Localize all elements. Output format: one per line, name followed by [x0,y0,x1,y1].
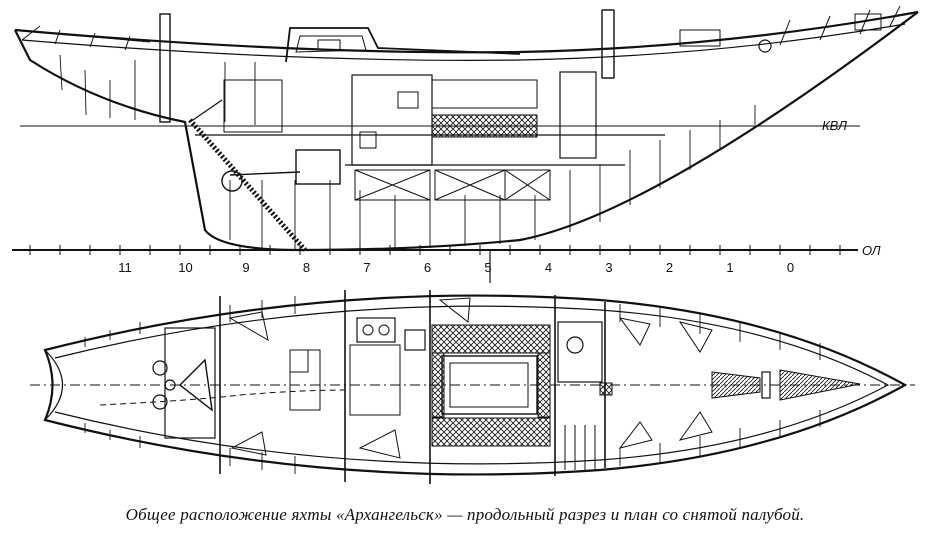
galley-stove-icon [356,317,396,343]
deckhouse [285,27,521,63]
station-number: 11 [118,260,132,275]
settee-backrest [431,79,538,109]
plan-hull-outline [43,294,908,476]
aft-cockpit [164,327,216,439]
chain-locker-line [188,118,307,252]
saloon-table-hatched [431,114,538,138]
station-number: 0 [787,260,794,275]
windlass-icon [758,39,772,53]
wc-icon [566,336,584,354]
station-number: 5 [484,260,491,275]
forepeak-chain-area [711,371,761,399]
berth-sail-bags [228,297,713,459]
profile-frames [59,54,756,250]
galley-block [351,74,433,166]
plan-frames [84,296,821,474]
sheer-line [14,10,919,54]
saloon-settee-stbd [431,417,551,447]
saloon-settee-port [431,324,551,354]
station-ticks [29,245,841,255]
plan-view [30,290,915,484]
bilge-lockers [354,169,551,201]
longitudinal-section: КВЛ [14,5,919,252]
main-mast [601,9,615,79]
figure-caption: Общее расположение яхты «Архангельск» — … [125,505,805,524]
station-number: 2 [666,260,673,275]
chart-table [289,349,321,411]
station-number: 9 [242,260,249,275]
steering-icon [178,358,213,412]
engine [295,149,341,185]
plan-bulkheads [219,290,606,484]
galley-counter [349,344,401,416]
heads-compartment [557,321,603,383]
station-number: 1 [726,260,733,275]
station-number: 4 [545,260,552,275]
waterline-label: КВЛ [822,118,847,133]
station-number: 6 [424,260,431,275]
yacht-general-arrangement-drawing: КВЛ [12,5,919,484]
station-number: 8 [303,260,310,275]
mizzen-mast [159,13,171,123]
station-number: 7 [363,260,370,275]
propeller-shaft [229,171,301,176]
cockpit-hatch [679,29,721,47]
baseline-label: ОЛ [862,243,881,258]
forward-hatch [854,13,882,31]
station-number: 3 [605,260,612,275]
door-panel [559,71,597,159]
station-number: 10 [178,260,192,275]
